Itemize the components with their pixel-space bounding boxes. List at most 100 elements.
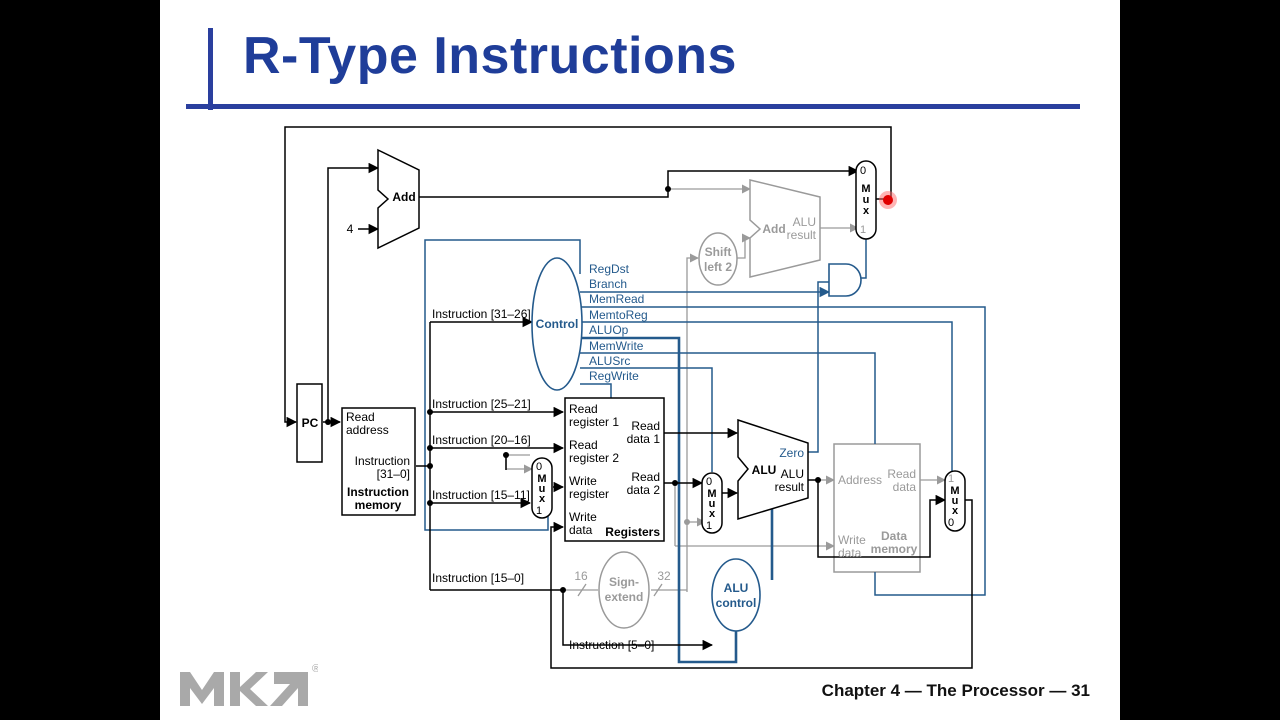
pcmux-m: M — [861, 183, 870, 195]
dmem-write-1: Write — [838, 533, 866, 547]
dmem-address: Address — [838, 473, 882, 487]
srcmux-x: x — [709, 508, 716, 520]
regmux-1: 1 — [536, 505, 542, 517]
pc-source-mux — [855, 160, 877, 240]
dmem-read-2: data — [893, 480, 917, 494]
alu-result-2: result — [775, 480, 805, 494]
reg-name: Registers — [605, 525, 660, 539]
main-alu — [737, 418, 809, 521]
alu-result-1: ALU — [781, 467, 804, 481]
regmux-x: x — [539, 493, 546, 505]
pcmux-1: 1 — [860, 224, 866, 236]
regdst-mux — [531, 457, 553, 519]
instruction-memory — [341, 407, 416, 516]
add-pc-plus-4 — [377, 148, 420, 250]
pcmux-x: x — [863, 205, 870, 217]
branch-and-gate — [828, 263, 862, 297]
sign-label-1: Sign- — [609, 575, 639, 589]
reg-rd1-1: Read — [631, 419, 660, 433]
field-25-21: Instruction [25–21] — [432, 397, 531, 411]
field-15-0: Instruction [15–0] — [432, 571, 524, 585]
signal-memtoreg: MemtoReg — [589, 308, 648, 322]
field-20-16: Instruction [20–16] — [432, 433, 531, 447]
laser-pointer — [879, 191, 897, 209]
signal-regwrite: RegWrite — [589, 369, 639, 383]
alu-label: ALU — [752, 463, 777, 477]
dmem-read-1: Read — [887, 467, 916, 481]
alu-control-1: ALU — [724, 581, 749, 595]
reg-rd2-1: Read — [631, 470, 660, 484]
imem-instr-2: [31–0] — [377, 467, 410, 481]
memtoreg-mux — [944, 470, 966, 532]
dmem-write-2: data — [838, 546, 862, 560]
title-underline — [186, 104, 1080, 109]
shift-label-2: left 2 — [704, 260, 732, 274]
pcmux-0: 0 — [860, 165, 866, 177]
add-branch-target — [749, 179, 821, 278]
dmem-name-1: Data — [881, 529, 907, 543]
signal-branch: Branch — [589, 277, 627, 291]
field-31-26: Instruction [31–26] — [432, 307, 531, 321]
reg-wd-2: data — [569, 523, 593, 537]
bits-16: 16 — [574, 569, 588, 583]
srcmux-1: 1 — [706, 520, 712, 532]
reg-wd-1: Write — [569, 510, 597, 524]
reg-rr1-2: register 1 — [569, 415, 619, 429]
reg-rr2-2: register 2 — [569, 451, 619, 465]
add-label: Add — [392, 190, 415, 204]
registered-mark: ® — [312, 663, 318, 675]
reg-rr2-1: Read — [569, 438, 598, 452]
regmux-0: 0 — [536, 461, 542, 473]
srcmux-u: u — [709, 498, 716, 510]
register-file — [564, 397, 665, 542]
reg-rd2-2: data 2 — [627, 483, 661, 497]
regmux-u: u — [539, 483, 546, 495]
field-5-0: Instruction [5–0] — [569, 638, 654, 652]
dmem-name-2: memory — [871, 542, 918, 556]
add-branch-result: result — [787, 228, 817, 242]
memmux-m: M — [950, 485, 959, 497]
imem-name-2: memory — [355, 498, 402, 512]
imem-name-1: Instruction — [347, 485, 409, 499]
slide-footer: Chapter 4 — The Processor — 31 — [821, 681, 1090, 700]
memmux-u: u — [952, 495, 959, 507]
regmux-m: M — [537, 473, 546, 485]
add-branch-alu: ALU — [793, 215, 816, 229]
control-label: Control — [536, 317, 579, 331]
pc-register — [296, 383, 323, 463]
reg-wr-1: Write — [569, 474, 597, 488]
slide-title: R-Type Instructions — [243, 27, 737, 85]
memmux-1: 1 — [948, 473, 954, 485]
four-label: 4 — [347, 222, 354, 236]
signal-memwrite: MemWrite — [589, 339, 644, 353]
imem-read-1: Read — [346, 410, 375, 424]
data-memory — [833, 443, 921, 573]
reg-wr-2: register — [569, 487, 609, 501]
pc-label: PC — [302, 416, 319, 430]
alu-control — [711, 558, 761, 632]
imem-instr-1: Instruction — [355, 454, 410, 468]
srcmux-m: M — [707, 488, 716, 500]
title-vertical-bar — [208, 28, 213, 110]
datapath-diagram: PC Add 4 Read address Instruction [31–0]… — [186, 28, 1080, 669]
signal-alusrc: ALUSrc — [589, 354, 630, 368]
signal-aluop: ALUOp — [589, 323, 629, 337]
slide: PC Add 4 Read address Instruction [31–0]… — [160, 0, 1120, 720]
memmux-x: x — [952, 505, 959, 517]
mk-logo: ® — [180, 663, 318, 706]
imem-read-2: address — [346, 423, 389, 437]
alu-control-2: control — [716, 596, 757, 610]
junction-dots — [325, 186, 821, 593]
control-unit — [531, 257, 583, 391]
memmux-0: 0 — [948, 517, 954, 529]
pcmux-u: u — [863, 194, 870, 206]
alusrc-mux — [701, 472, 723, 534]
zero-label: Zero — [779, 446, 804, 460]
add-branch-label: Add — [762, 222, 785, 236]
signal-regdst: RegDst — [589, 262, 630, 276]
sign-label-2: extend — [605, 590, 644, 604]
shift-label-1: Shift — [705, 245, 732, 259]
bits-32: 32 — [657, 569, 671, 583]
signal-memread: MemRead — [589, 292, 644, 306]
sign-extend — [598, 551, 650, 629]
